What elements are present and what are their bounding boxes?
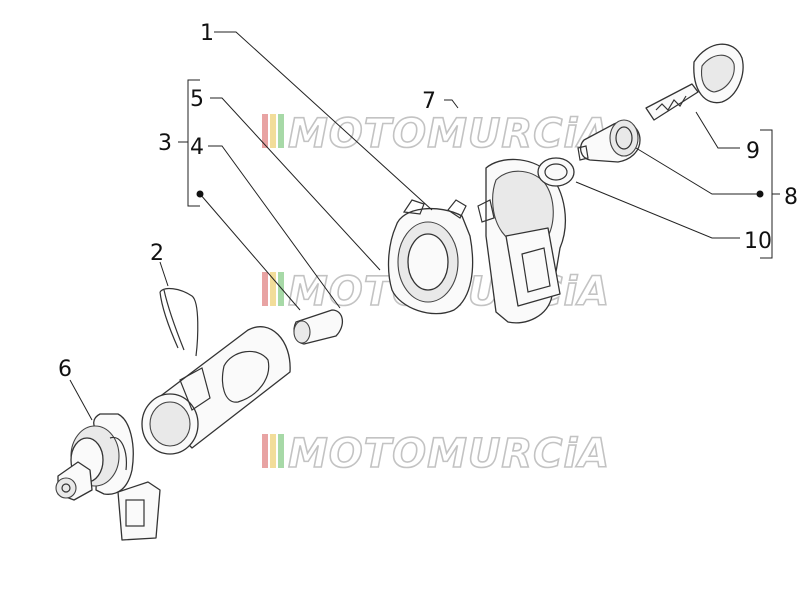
part-9-key: [645, 43, 744, 121]
leader-lines: [69, 31, 780, 421]
part-2-clip: [159, 287, 199, 357]
watermark-flag-stripe-yellow: [270, 114, 276, 148]
part-7-outer-housing: [477, 158, 566, 324]
watermark-text: MOTOMURCiA: [288, 111, 610, 157]
leader-8: [635, 147, 760, 195]
part-1-collar: [387, 199, 474, 315]
bullet-3: [196, 190, 204, 198]
leader-6: [69, 379, 93, 421]
part-3-sleeve: [293, 309, 343, 345]
leader-9: [695, 111, 740, 149]
callout-7: 7: [422, 89, 436, 114]
callout-10: 10: [744, 229, 772, 254]
watermark-flag-stripe-red: [262, 114, 268, 148]
watermark-flag-stripe-yellow: [270, 434, 276, 468]
callout-6: 6: [58, 357, 72, 382]
callout-4: 4: [190, 135, 204, 160]
callout-9: 9: [746, 139, 760, 164]
leader-10: [575, 181, 740, 239]
part-10-o-ring: [537, 157, 575, 187]
callout-8: 8: [784, 185, 798, 210]
leader-7: [444, 99, 459, 109]
watermark-flag-stripe-yellow: [270, 272, 276, 306]
callout-2: 2: [150, 241, 164, 266]
watermark-flag-stripe-green: [278, 114, 284, 148]
leader-bullet-3: [199, 193, 301, 311]
watermark-bottom: MOTOMURCiA: [262, 430, 610, 478]
bullet-8: [756, 190, 764, 198]
watermark-flag-stripe-red: [262, 272, 268, 306]
watermark-flag-stripe-green: [278, 434, 284, 468]
watermark-flag-stripe-red: [262, 434, 268, 468]
watermark-top: MOTOMURCiA: [262, 110, 610, 158]
bracket-3: [187, 79, 200, 207]
bullets: [196, 190, 764, 198]
leader-4: [208, 145, 341, 309]
leader-5: [210, 97, 381, 271]
watermark-text: MOTOMURCiA: [288, 431, 610, 477]
part-6-lock-body: [55, 413, 161, 541]
leader-1: [214, 31, 433, 211]
part-8-lock-barrel: [577, 119, 641, 163]
part-4-lock-housing: [141, 326, 291, 455]
callouts: 1 2 3 4 5 6 7 8 9 10: [58, 21, 798, 382]
callout-1: 1: [200, 21, 214, 46]
watermark-flag-stripe-green: [278, 272, 284, 306]
callout-5: 5: [190, 87, 204, 112]
leader-2: [159, 261, 169, 287]
callout-3: 3: [158, 131, 172, 156]
